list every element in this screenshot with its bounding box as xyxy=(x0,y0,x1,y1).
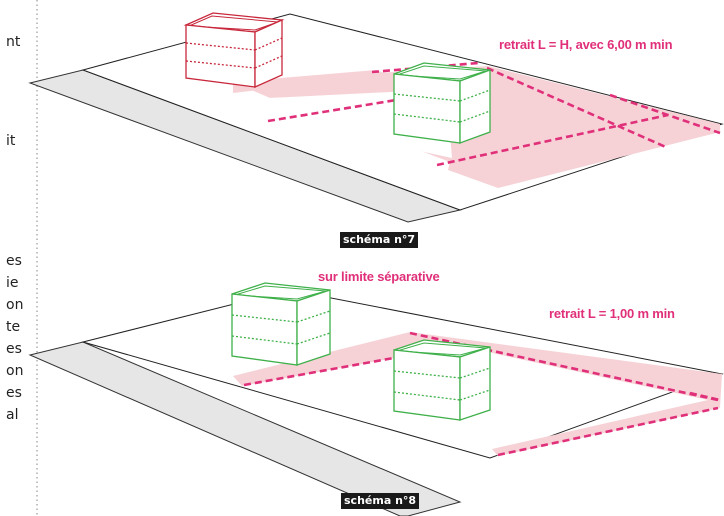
building-with-setback xyxy=(393,339,491,421)
schema-7 xyxy=(28,12,724,223)
road-strip xyxy=(28,341,462,516)
text-fragment: on xyxy=(6,363,24,379)
setback-label-7: retrait L = H, avec 6,00 m min xyxy=(499,37,673,52)
schema-8 xyxy=(28,282,724,516)
text-fragment: ie xyxy=(6,275,19,291)
setback-zone xyxy=(233,332,722,456)
setback-zone xyxy=(233,70,430,98)
text-fragment: nt xyxy=(6,34,21,50)
new-building xyxy=(393,62,491,144)
setback-label-8: retrait L = 1,00 m min xyxy=(549,306,675,321)
schema-7-caption: schéma n°7 xyxy=(340,232,419,248)
schema-8-caption: schéma n°8 xyxy=(341,493,420,509)
text-fragment: es xyxy=(6,341,22,357)
text-fragment: it xyxy=(6,133,16,149)
existing-building xyxy=(183,12,285,89)
limit-label-8: sur limite séparative xyxy=(318,269,440,284)
building-on-limit xyxy=(231,282,331,366)
text-fragment: al xyxy=(6,407,19,423)
text-fragment: te xyxy=(6,319,21,335)
text-fragment: es xyxy=(6,253,22,269)
setback-lines xyxy=(267,61,721,167)
text-fragment: es xyxy=(6,385,22,401)
text-fragment: on xyxy=(6,297,24,313)
